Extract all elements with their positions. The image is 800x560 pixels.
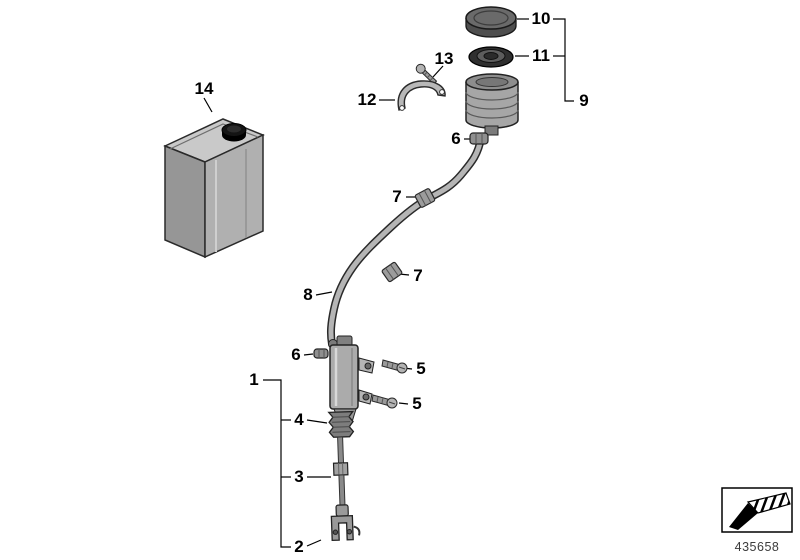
callout-7-upper: 7 — [392, 187, 402, 206]
callout-4: 4 — [294, 410, 304, 429]
callout-13: 13 — [434, 49, 454, 68]
reservoir-body — [465, 73, 519, 136]
callout-5-lower: 5 — [412, 394, 422, 413]
callout-2: 2 — [294, 537, 304, 556]
screw-13 — [415, 63, 438, 85]
screw-5-upper — [381, 359, 408, 374]
grommet-top — [469, 132, 489, 145]
screw-5-lower — [371, 394, 398, 409]
reservoir-diaphragm — [468, 46, 514, 68]
reservoir-cap — [465, 6, 517, 38]
fluid-container — [163, 118, 265, 259]
callout-6-top: 6 — [451, 129, 461, 148]
clevis-fork — [330, 504, 361, 542]
master-cylinder-body — [328, 335, 375, 423]
direction-arrow-icon — [721, 487, 793, 533]
clamp-bracket — [397, 80, 446, 111]
rubber-boot — [327, 410, 355, 438]
doc-number: 435658 — [734, 540, 780, 554]
callout-1: 1 — [249, 370, 259, 389]
callout-7-lower: 7 — [413, 266, 423, 285]
callout-8: 8 — [303, 285, 313, 304]
callout-10: 10 — [531, 9, 551, 28]
callout-12: 12 — [357, 90, 377, 109]
lower-rod-assembly — [327, 410, 361, 542]
callout-6-lower: 6 — [291, 345, 301, 364]
callout-14: 14 — [194, 79, 214, 98]
callout-3: 3 — [294, 467, 304, 486]
callout-11: 11 — [532, 46, 550, 65]
pushrod — [332, 436, 349, 507]
grommet-lower — [313, 348, 329, 359]
leader-lines — [203, 18, 574, 548]
hose-clamp-upper — [414, 188, 436, 208]
brake-hose — [326, 134, 485, 348]
hose-clamp-lower — [381, 261, 403, 283]
callout-9: 9 — [579, 91, 589, 110]
callout-5-upper: 5 — [416, 359, 426, 378]
